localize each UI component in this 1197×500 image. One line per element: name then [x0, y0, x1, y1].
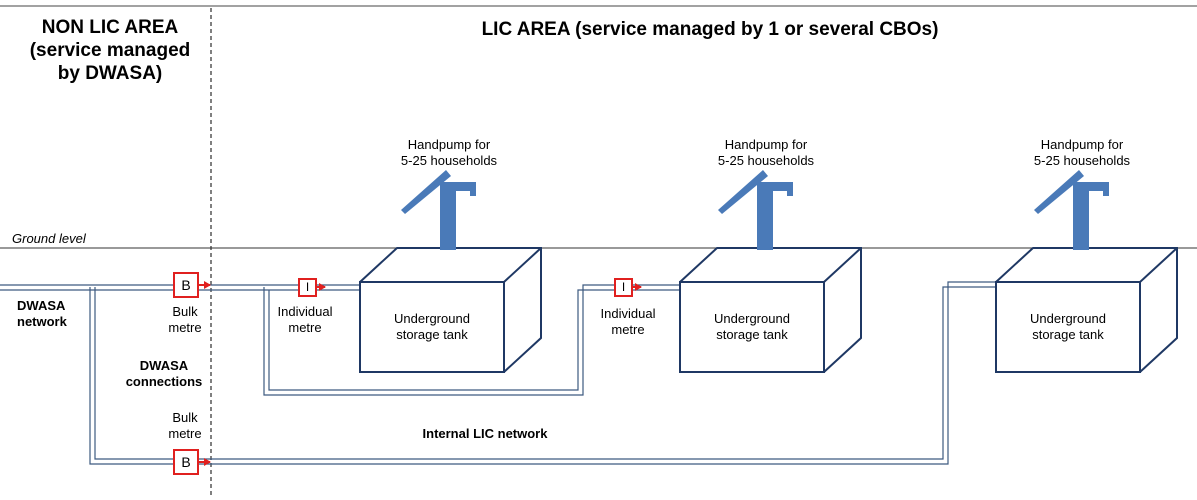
storage-tank-1: [359, 247, 542, 373]
tank-label-3: Underground storage tank: [1008, 311, 1128, 343]
dwasa-connections-line1: DWASA: [139, 358, 189, 373]
individual-metre-label-1: Individual metre: [265, 304, 345, 336]
individual-metre-1-line2: metre: [288, 320, 322, 335]
bulk-metre-label-bottom: Bulk metre: [160, 410, 210, 442]
handpump-2-line1: Handpump for: [724, 137, 808, 152]
handpump-label-2: Handpump for 5-25 households: [706, 137, 826, 169]
individual-metre-2-line1: Individual: [600, 306, 656, 321]
bulk-metre-bottom-line1: Bulk: [172, 410, 198, 425]
bulk-metre-bottom: [173, 449, 211, 475]
individual-metre-2: [614, 278, 642, 297]
dwasa-connections-line2: connections: [125, 374, 203, 389]
lic-area-header: LIC AREA (service managed by 1 or severa…: [481, 19, 939, 40]
storage-tank-3: [995, 247, 1178, 373]
individual-metre-1-line1: Individual: [277, 304, 333, 319]
bulk-metre-bottom-symbol: B: [181, 454, 191, 470]
tank-3-line1: Underground: [1030, 311, 1106, 326]
tank-2-line2: storage tank: [716, 327, 788, 342]
individual-metre-2-symbol: I: [621, 280, 626, 294]
handpump-1: [401, 170, 476, 250]
bulk-metre-top-line1: Bulk: [172, 304, 198, 319]
bulk-metre-top-line2: metre: [168, 320, 202, 335]
handpump-3-line2: 5-25 households: [1033, 153, 1131, 168]
handpump-label-1: Handpump for 5-25 households: [389, 137, 509, 169]
handpump-1-line1: Handpump for: [407, 137, 491, 152]
bulk-metre-top: [173, 272, 211, 298]
handpump-label-3: Handpump for 5-25 households: [1022, 137, 1142, 169]
tank-1-line1: Underground: [394, 311, 470, 326]
individual-metre-label-2: Individual metre: [588, 306, 668, 338]
dwasa-network-line1: DWASA: [17, 298, 66, 313]
non-lic-header-line1: NON LIC AREA: [41, 17, 179, 38]
non-lic-area-header: NON LIC AREA (service managed by DWASA): [10, 16, 210, 85]
bulk-metre-bottom-line2: metre: [168, 426, 202, 441]
handpump-3-line1: Handpump for: [1040, 137, 1124, 152]
individual-metre-2-line2: metre: [611, 322, 645, 337]
handpump-1-line2: 5-25 households: [400, 153, 498, 168]
tank-3-line2: storage tank: [1032, 327, 1104, 342]
handpump-2-line2: 5-25 households: [717, 153, 815, 168]
bulk-metre-top-symbol: B: [181, 277, 191, 293]
ground-level-label: Ground level: [12, 231, 86, 246]
individual-metre-1-symbol: I: [305, 280, 310, 294]
dwasa-network-line2: network: [17, 314, 67, 329]
bulk-metre-label-top: Bulk metre: [160, 304, 210, 336]
dwasa-connections-label: DWASA connections: [118, 358, 210, 390]
non-lic-header-line2: (service managed: [29, 40, 191, 61]
storage-tank-2: [679, 247, 862, 373]
individual-metre-1: [298, 278, 326, 297]
handpump-2: [718, 170, 793, 250]
tank-1-line2: storage tank: [396, 327, 468, 342]
non-lic-header-line3: by DWASA): [57, 63, 163, 84]
handpump-3: [1034, 170, 1109, 250]
tank-2-line1: Underground: [714, 311, 790, 326]
internal-lic-network-label: Internal LIC network: [422, 426, 548, 441]
lower-branch-pipe: [89, 281, 996, 465]
tank-label-2: Underground storage tank: [692, 311, 812, 343]
tank-label-1: Underground storage tank: [372, 311, 492, 343]
dwasa-network-label: DWASA network: [17, 298, 87, 330]
